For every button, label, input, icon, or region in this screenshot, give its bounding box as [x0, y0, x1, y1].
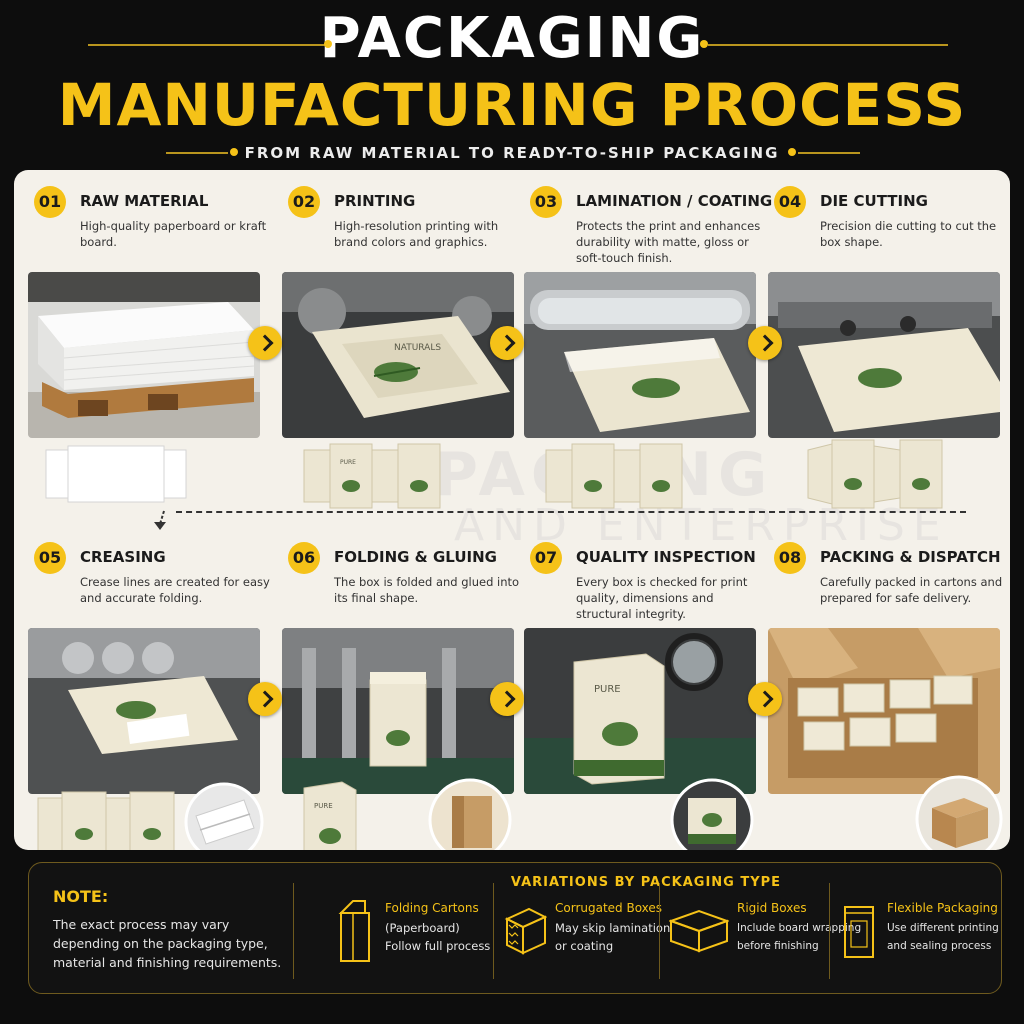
- step-description: High-resolution printing with brand colo…: [334, 219, 499, 249]
- step-title: LAMINATION / COATING: [576, 192, 773, 210]
- rigid-box-icon: [669, 909, 729, 953]
- variation-name: Folding Cartons: [385, 901, 479, 915]
- note-panel: NOTE: The exact process may vary dependi…: [28, 862, 1002, 994]
- corrugated-box-icon: [504, 907, 547, 955]
- die-cutting-photo: [768, 272, 1000, 438]
- shipping-carton-icon: [915, 775, 1003, 850]
- step-number: 01: [34, 186, 66, 218]
- folding-gluing-photo: [282, 628, 514, 794]
- box-brand-text: NATURALS: [394, 343, 441, 353]
- variations-title: VARIATIONS BY PACKAGING TYPE: [510, 875, 782, 890]
- step-title: PACKING & DISPATCH: [820, 548, 1001, 566]
- raw-material-photo: [28, 272, 260, 438]
- printed-dieline-icon: PURE: [303, 443, 441, 509]
- step-description: Every box is checked for print quality, …: [576, 575, 748, 621]
- step-number: 07: [530, 542, 562, 574]
- variation-divider: [829, 883, 830, 979]
- variation-divider: [493, 883, 494, 979]
- finished-box-icon: PURE: [303, 781, 357, 850]
- packing-dispatch-photo: [768, 628, 1000, 794]
- variation-desc: Use different printing and sealing proce…: [887, 922, 999, 952]
- crease-closeup-icon: [184, 782, 264, 850]
- step-number: 08: [774, 542, 806, 574]
- quality-inspection-photo: PURE: [524, 628, 756, 794]
- creasing-photo: [28, 628, 260, 794]
- printing-photo: NATURALS: [282, 272, 514, 438]
- variation-divider: [659, 883, 660, 979]
- subtitle-dot-left: [230, 148, 238, 156]
- flow-arrow-3-4: [748, 326, 782, 360]
- box-brand-text: PURE: [594, 684, 621, 695]
- step-description: Precision die cutting to cut the box sha…: [820, 219, 997, 249]
- note-text: The exact process may vary depending on …: [53, 917, 282, 970]
- creased-dieline-icon: [37, 791, 175, 850]
- header-rule-left: [88, 44, 328, 46]
- carton-icon: [338, 900, 370, 962]
- variation-name: Corrugated Boxes: [555, 901, 663, 915]
- note-title: NOTE:: [53, 887, 109, 906]
- step-description: Carefully packed in cartons and prepared…: [820, 575, 1003, 605]
- step-number: 05: [34, 542, 66, 574]
- step-title: QUALITY INSPECTION: [576, 548, 756, 566]
- flow-arrow-1-2: [248, 326, 282, 360]
- variation-desc: Include board wrapping before finishing: [737, 922, 862, 952]
- step-title: FOLDING & GLUING: [334, 548, 497, 566]
- title-line-2: MANUFACTURING PROCESS: [57, 71, 967, 139]
- header-rule-right: [708, 44, 948, 46]
- flow-connector-dashed: [176, 511, 966, 513]
- process-panel: PACKING AND ENTERPRISE 01 RAW MATERIAL H…: [14, 170, 1010, 850]
- header-dot-left: [324, 40, 332, 48]
- header-dot-right: [700, 40, 708, 48]
- connector-arrow-down-icon: [154, 510, 166, 530]
- flat-board-icon: [45, 445, 187, 503]
- title-line-1: PACKAGING: [319, 6, 705, 71]
- step-number: 02: [288, 186, 320, 218]
- step-description: Protects the print and enhances durabili…: [576, 219, 761, 265]
- flow-arrow-2-3: [490, 326, 524, 360]
- subtitle: FROM RAW MATERIAL TO READY-TO-SHIP PACKA…: [244, 144, 780, 162]
- subtitle-rule-left: [166, 152, 228, 154]
- step-title: CREASING: [80, 548, 166, 566]
- pouch-icon: [844, 906, 874, 958]
- step-title: DIE CUTTING: [820, 192, 928, 210]
- variation-desc: May skip lamination or coating: [555, 921, 671, 953]
- variation-name: Flexible Packaging: [887, 901, 998, 915]
- subtitle-dot-right: [788, 148, 796, 156]
- variation-desc: (Paperboard) Follow full process: [385, 921, 491, 953]
- box-brand-text: PURE: [314, 802, 333, 810]
- flow-arrow-5-6: [248, 682, 282, 716]
- step-description: The box is folded and glued into its fin…: [334, 575, 520, 605]
- step-description: Crease lines are created for easy and ac…: [80, 575, 270, 605]
- step-title: RAW MATERIAL: [80, 192, 209, 210]
- step-description: High-quality paperboard or kraft board.: [80, 219, 267, 249]
- glued-box-closeup-icon: [428, 778, 512, 850]
- die-cut-blank-icon: [807, 439, 943, 509]
- subtitle-rule-right: [798, 152, 860, 154]
- step-number: 04: [774, 186, 806, 218]
- lamination-photo: [524, 272, 756, 438]
- step-title: PRINTING: [334, 192, 416, 210]
- step-number: 03: [530, 186, 562, 218]
- laminated-dieline-icon: [545, 443, 683, 509]
- flow-arrow-6-7: [490, 682, 524, 716]
- flow-arrow-7-8: [748, 682, 782, 716]
- box-brand-text: PURE: [340, 459, 356, 466]
- step-number: 06: [288, 542, 320, 574]
- inspection-closeup-icon: [670, 778, 754, 850]
- note-divider: [293, 883, 294, 979]
- variation-name: Rigid Boxes: [737, 901, 807, 915]
